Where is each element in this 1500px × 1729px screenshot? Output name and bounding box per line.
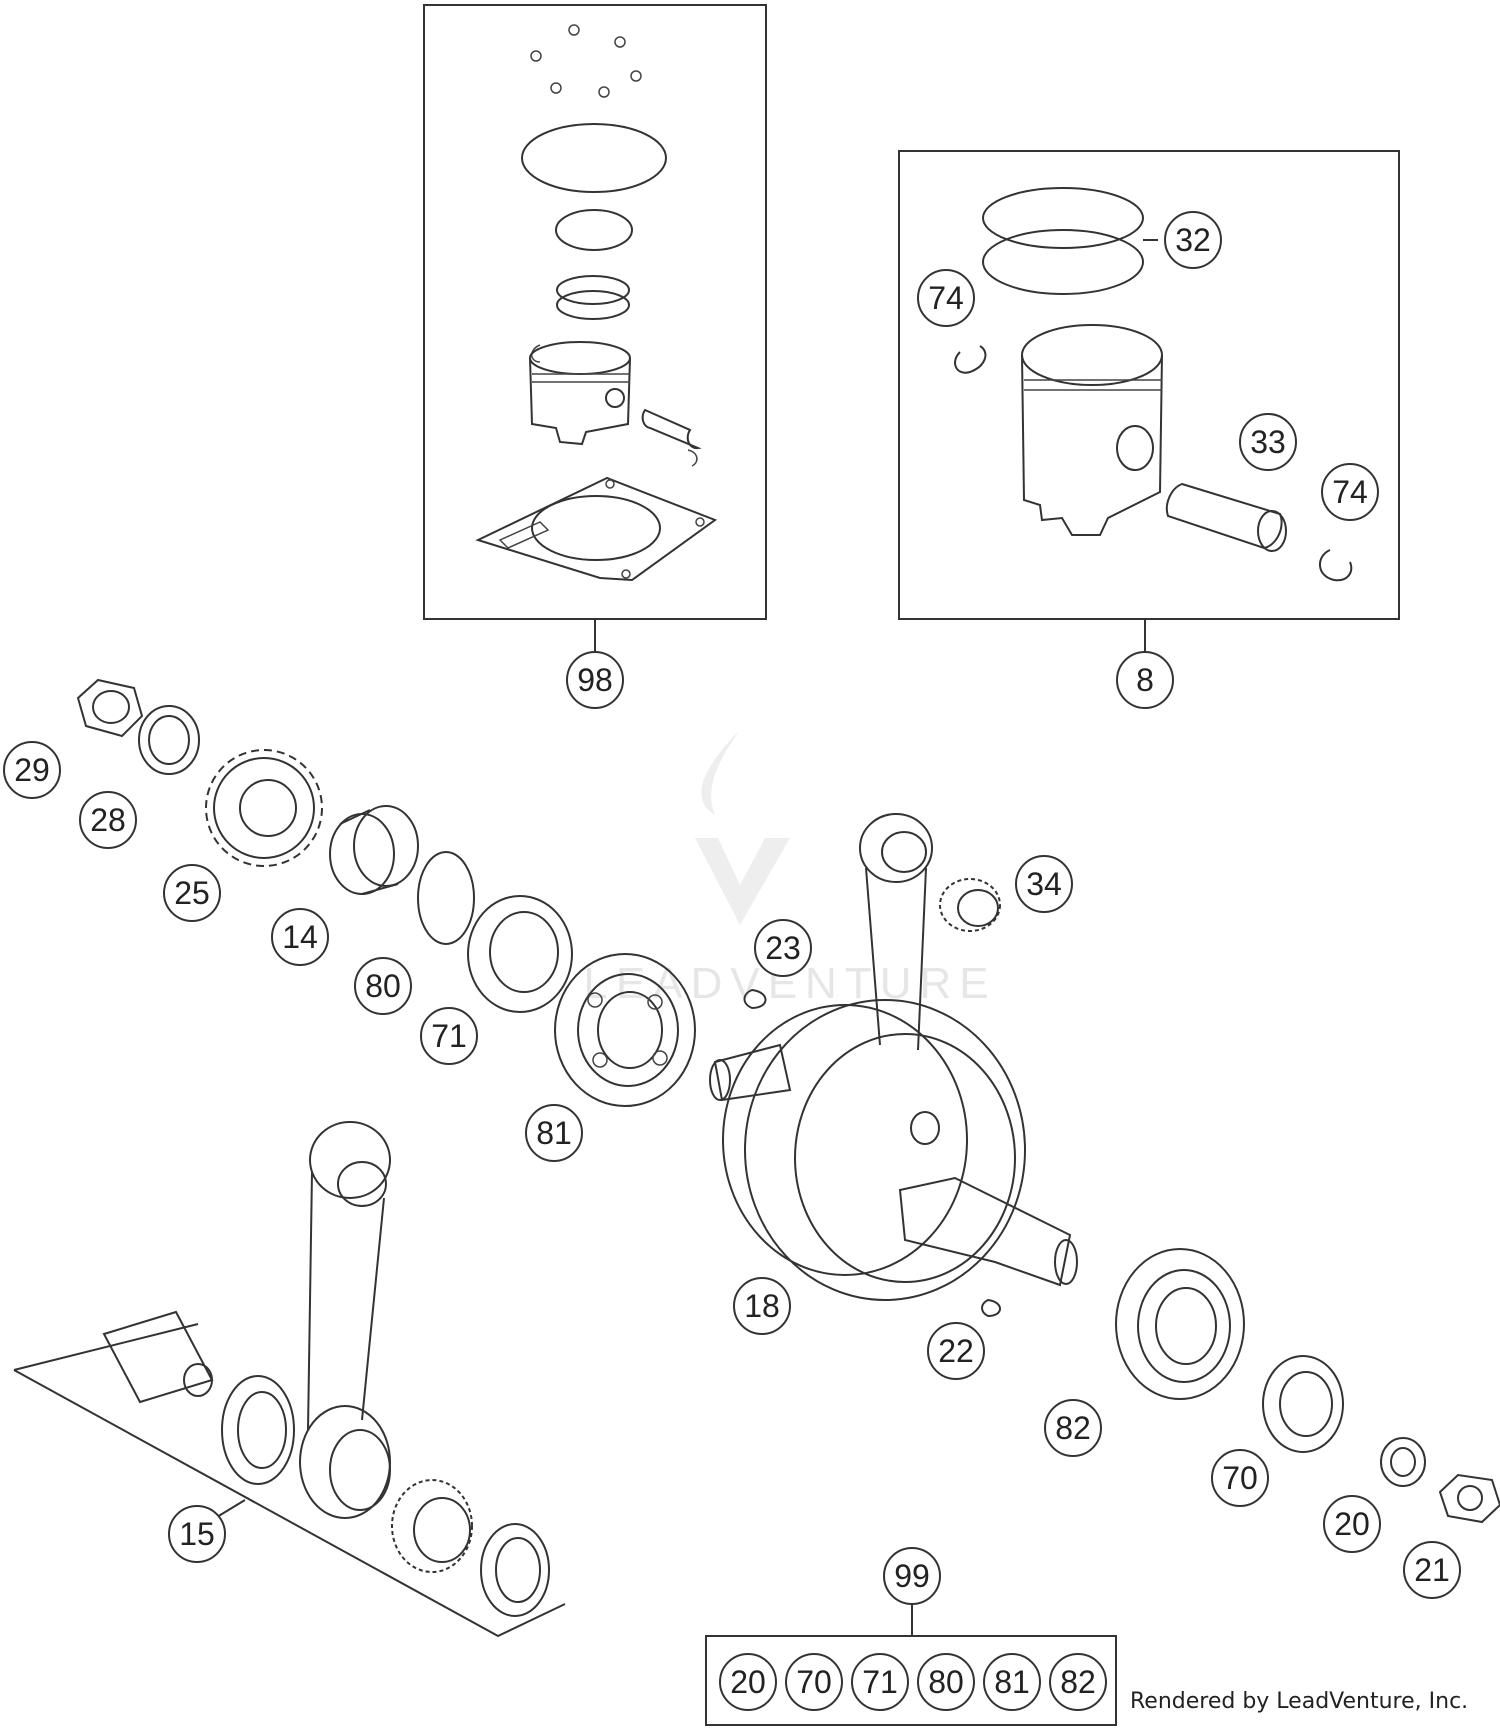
callout-label: 25 <box>174 875 210 911</box>
kit-99-item-label: 82 <box>1060 1664 1096 1700</box>
callout-label: 28 <box>90 802 126 838</box>
right-side-parts <box>1115 1248 1500 1524</box>
callout-label: 15 <box>179 1516 215 1552</box>
callout-74a: 74 <box>917 269 975 327</box>
kit-99-box: 20 70 71 80 81 82 <box>705 1635 1117 1726</box>
callout-15: 15 <box>168 1505 226 1563</box>
callout-label: 82 <box>1055 1410 1091 1446</box>
callout-21: 21 <box>1403 1541 1461 1599</box>
callout-label: 70 <box>1222 1460 1258 1496</box>
callout-label: 99 <box>894 1558 930 1594</box>
callout-82: 82 <box>1044 1399 1102 1457</box>
callout-23: 23 <box>754 919 812 977</box>
callout-label: 98 <box>577 662 613 698</box>
kit-99-item-label: 71 <box>862 1664 898 1700</box>
kit-99-item-label: 81 <box>994 1664 1030 1700</box>
callout-99: 99 <box>883 1547 941 1605</box>
callout-18: 18 <box>733 1277 791 1335</box>
rendered-by-credit: Rendered by LeadVenture, Inc. <box>1130 1689 1468 1714</box>
kit-99-item-label: 20 <box>730 1664 766 1700</box>
callout-32: 32 <box>1164 211 1222 269</box>
callout-70: 70 <box>1211 1449 1269 1507</box>
crankshaft-assembly <box>709 813 1078 1318</box>
callout-25: 25 <box>163 864 221 922</box>
kit-99-item-label: 80 <box>928 1664 964 1700</box>
callout-label: 14 <box>282 919 318 955</box>
callout-label: 74 <box>928 280 964 316</box>
kit-99-item: 71 <box>851 1653 909 1711</box>
callout-20: 20 <box>1323 1495 1381 1553</box>
callout-8: 8 <box>1116 651 1174 709</box>
callout-29: 29 <box>3 741 61 799</box>
callout-80: 80 <box>354 957 412 1015</box>
callout-label: 71 <box>431 1018 467 1054</box>
callout-14: 14 <box>271 908 329 966</box>
kit-99-item: 70 <box>785 1653 843 1711</box>
callout-label: 32 <box>1175 222 1211 258</box>
callout-label: 29 <box>14 752 50 788</box>
callout-22: 22 <box>927 1322 985 1380</box>
callout-label: 74 <box>1332 474 1368 510</box>
callout-label: 18 <box>744 1288 780 1324</box>
callout-label: 34 <box>1026 866 1062 902</box>
callout-98: 98 <box>566 651 624 709</box>
kit-99-item: 82 <box>1049 1653 1107 1711</box>
callout-label: 8 <box>1136 662 1154 698</box>
callout-label: 80 <box>365 968 401 1004</box>
callout-label: 22 <box>938 1333 974 1369</box>
callout-label: 81 <box>536 1115 572 1151</box>
piston-kit-box <box>898 150 1400 652</box>
connecting-rod-kit <box>13 1121 566 1638</box>
kit-99-item: 20 <box>719 1653 777 1711</box>
callout-34: 34 <box>1015 855 1073 913</box>
kit-99-item-label: 70 <box>796 1664 832 1700</box>
kit-99-item: 81 <box>983 1653 1041 1711</box>
callouts: 98 8 32 74 33 74 29 28 25 14 80 71 81 23 34 18 22 82 70 20 2… <box>3 211 1461 1605</box>
callout-label: 20 <box>1334 1506 1370 1542</box>
callout-label: 33 <box>1250 424 1286 460</box>
callout-33: 33 <box>1239 413 1297 471</box>
callout-label: 23 <box>765 930 801 966</box>
left-side-parts <box>76 678 767 1107</box>
callout-81: 81 <box>525 1104 583 1162</box>
kit-99-item: 80 <box>917 1653 975 1711</box>
callout-71: 71 <box>420 1007 478 1065</box>
callout-label: 21 <box>1414 1552 1450 1588</box>
callout-74b: 74 <box>1321 463 1379 521</box>
callout-28: 28 <box>79 791 137 849</box>
gasket-kit-box <box>423 4 767 652</box>
